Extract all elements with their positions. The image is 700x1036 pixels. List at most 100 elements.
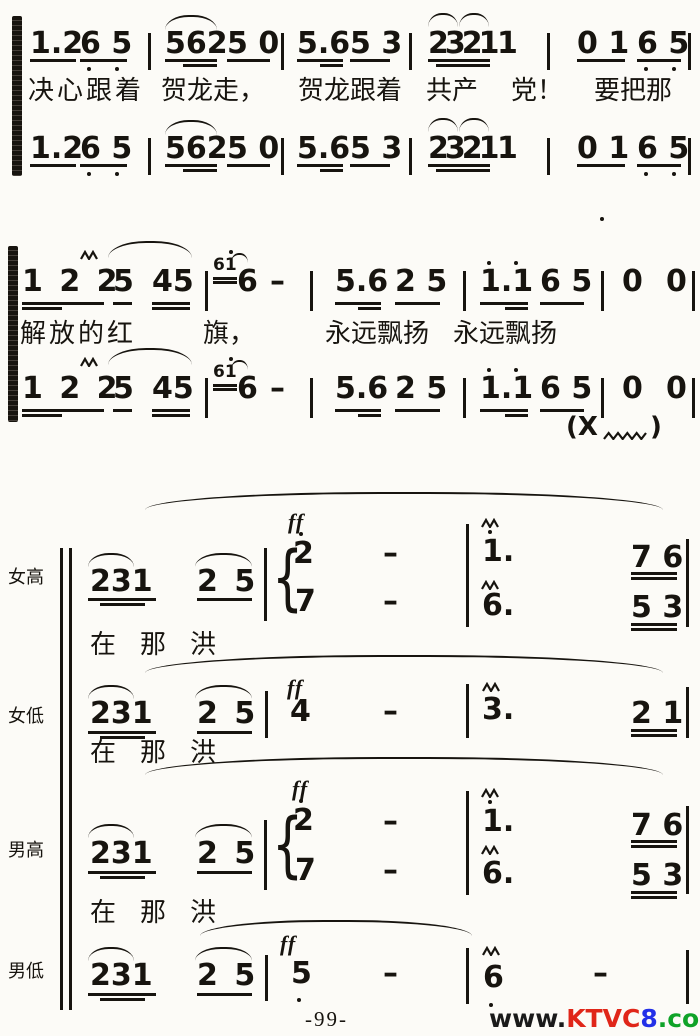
barline bbox=[601, 378, 604, 418]
note-group: 3. bbox=[482, 692, 515, 727]
beam-line bbox=[631, 845, 677, 848]
barline bbox=[466, 948, 469, 1004]
beam-line bbox=[631, 891, 677, 894]
zigzag-glyph bbox=[481, 580, 499, 590]
note-group: 2 1 bbox=[631, 696, 684, 731]
page-number: -99- bbox=[305, 1007, 348, 1031]
lyric-text: 决心跟着 bbox=[28, 76, 145, 105]
octave-dot bbox=[488, 530, 492, 534]
beam-line bbox=[335, 302, 381, 305]
note-group: 562 bbox=[165, 26, 228, 61]
note-group: – bbox=[383, 536, 398, 571]
slur-arc bbox=[195, 947, 252, 961]
octave-dot bbox=[514, 261, 518, 265]
mordent-icon bbox=[481, 518, 499, 528]
zigzag-glyph bbox=[482, 946, 500, 956]
note-group: 0 bbox=[622, 371, 643, 406]
slur-arc bbox=[428, 13, 458, 27]
note-group: 5 bbox=[113, 264, 134, 299]
beam-line bbox=[631, 840, 677, 843]
watermark-segment: www. bbox=[489, 1004, 567, 1033]
note-group: 2321 bbox=[428, 131, 499, 166]
watermark-segment: KTVC bbox=[566, 1004, 641, 1033]
octave-dot bbox=[487, 368, 491, 372]
lyric-text: 永远飘扬 bbox=[325, 319, 430, 348]
note-group: 231 bbox=[90, 696, 153, 731]
slur-arc bbox=[108, 348, 192, 365]
beam-line bbox=[113, 409, 132, 412]
beam-line bbox=[152, 307, 190, 310]
system-barline bbox=[60, 548, 63, 1010]
beam-line bbox=[80, 164, 127, 167]
note-group: 2 bbox=[293, 803, 314, 838]
note-group: 6 bbox=[237, 371, 258, 406]
dynamic-ff: ff bbox=[288, 509, 305, 534]
barline bbox=[547, 138, 550, 175]
note-group: 1.1 bbox=[480, 264, 534, 299]
zigzag-glyph bbox=[481, 788, 499, 798]
barline bbox=[463, 378, 466, 418]
system-barline bbox=[69, 548, 72, 1010]
beam-line bbox=[100, 998, 145, 1001]
note-group: 4 bbox=[290, 694, 311, 729]
note-group: 0 1 bbox=[577, 131, 630, 166]
beam-line bbox=[183, 64, 217, 67]
note-group: – bbox=[270, 264, 285, 299]
lyric-text: 贺龙走， bbox=[161, 76, 266, 105]
beam-line bbox=[152, 414, 190, 417]
barline bbox=[205, 271, 208, 311]
slur-arc bbox=[88, 553, 134, 567]
beam-line bbox=[395, 302, 440, 305]
mordent-icon bbox=[80, 357, 98, 367]
dynamic-ff: ff bbox=[287, 675, 304, 700]
note-group: 2321 bbox=[428, 26, 499, 61]
voice-label: 男低 bbox=[8, 961, 44, 981]
beam-line bbox=[320, 64, 343, 67]
lyric-text: 洪 bbox=[190, 738, 217, 767]
beam-line bbox=[505, 307, 528, 310]
note-group: 6. bbox=[482, 588, 515, 623]
watermark-segment: .com bbox=[657, 1004, 700, 1033]
slur-arc bbox=[88, 824, 134, 838]
barline bbox=[547, 33, 550, 70]
beam-line bbox=[350, 59, 390, 62]
slur-arc bbox=[88, 947, 134, 961]
note-group: 5 3 bbox=[350, 26, 403, 61]
note-group: 562 bbox=[165, 131, 228, 166]
barline bbox=[264, 820, 267, 890]
beam-line bbox=[637, 59, 681, 62]
octave-dot bbox=[672, 67, 676, 71]
octave-dot bbox=[299, 532, 303, 536]
beam-line bbox=[436, 169, 490, 172]
beam-line bbox=[88, 598, 156, 601]
note-group: 1.2 bbox=[30, 131, 84, 166]
zigzag-glyph bbox=[481, 845, 499, 855]
note-group: 6 bbox=[237, 264, 258, 299]
barline bbox=[310, 271, 313, 311]
phrase-arc bbox=[145, 757, 663, 775]
beam-line bbox=[631, 729, 677, 732]
beam-line bbox=[88, 731, 156, 734]
octave-dot bbox=[299, 799, 303, 803]
zigzag-glyph bbox=[603, 431, 647, 440]
note-group: 1 2 2 bbox=[22, 371, 118, 406]
octave-dot bbox=[229, 357, 233, 361]
zigzag-glyph bbox=[80, 250, 98, 260]
beam-line bbox=[213, 281, 237, 284]
note-group: 5.6 bbox=[335, 264, 389, 299]
beam-line bbox=[631, 896, 677, 899]
barline bbox=[265, 955, 268, 1001]
beam-line bbox=[197, 731, 252, 734]
beam-line bbox=[197, 871, 252, 874]
note-group: 45 bbox=[152, 264, 194, 299]
beam-line bbox=[227, 164, 270, 167]
beam-line bbox=[213, 384, 237, 387]
beam-line bbox=[631, 734, 677, 737]
slur-arc bbox=[459, 118, 489, 132]
note-group: 6 5 bbox=[637, 26, 690, 61]
octave-dot bbox=[672, 172, 676, 176]
beam-line bbox=[320, 169, 343, 172]
beam-line bbox=[428, 59, 490, 62]
beam-line bbox=[22, 302, 104, 305]
beam-line bbox=[113, 302, 132, 305]
